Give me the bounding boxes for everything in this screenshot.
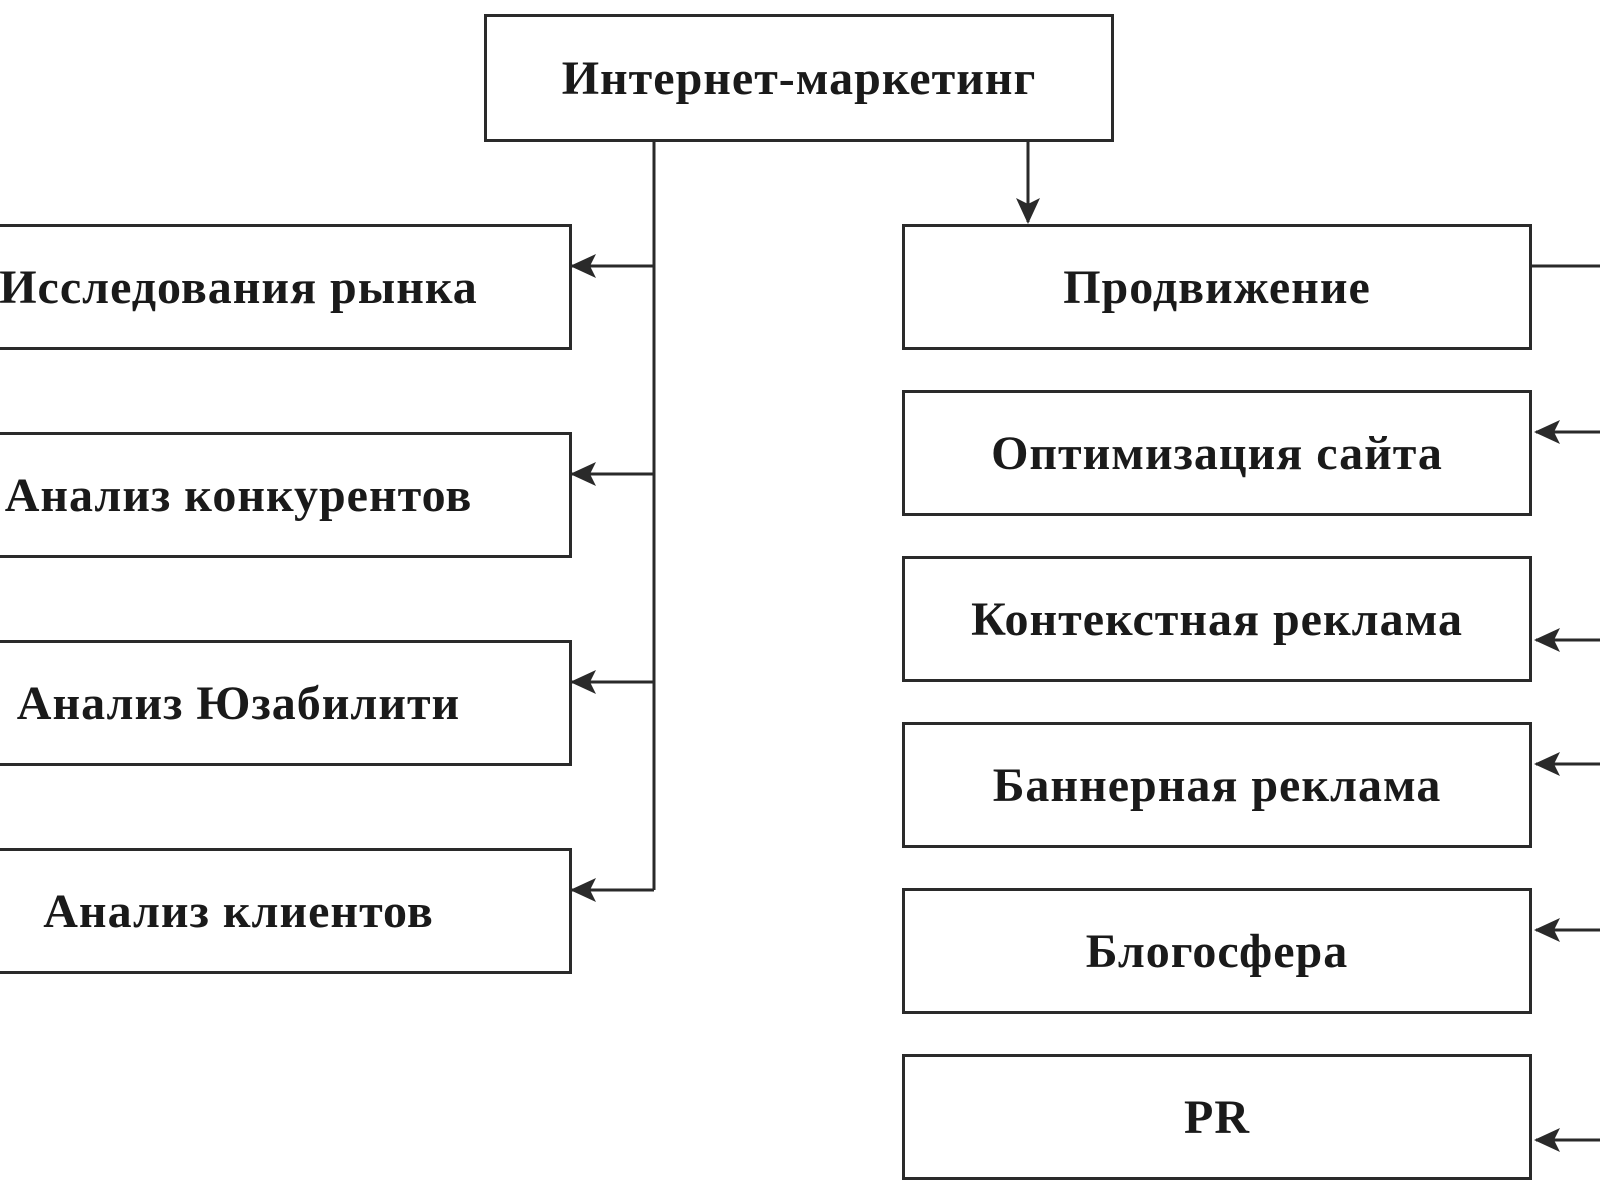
node-label: Анализ конкурентов — [4, 468, 473, 522]
node-label: Баннерная реклама — [992, 758, 1442, 812]
node-label: PR — [1184, 1090, 1250, 1144]
node-site-optimization: Оптимизация сайта — [902, 390, 1532, 516]
root-node-internet-marketing: Интернет-маркетинг — [484, 14, 1114, 142]
arrowhead-market-research — [570, 254, 596, 278]
node-label: Анализ клиентов — [43, 884, 434, 938]
node-label: Оптимизация сайта — [991, 426, 1443, 480]
arrowhead-usability-analysis — [570, 670, 596, 694]
node-competitor-analysis: Анализ конкурентов — [0, 432, 572, 558]
arrowhead-promotion — [1016, 198, 1040, 224]
root-node-label: Интернет-маркетинг — [561, 51, 1037, 105]
node-context-ads: Контекстная реклама — [902, 556, 1532, 682]
arrowhead-pr — [1534, 1128, 1560, 1152]
node-usability-analysis: Анализ Юзабилити — [0, 640, 572, 766]
node-label: Анализ Юзабилити — [16, 676, 461, 730]
node-label: Контекстная реклама — [971, 592, 1463, 646]
node-banner-ads: Баннерная реклама — [902, 722, 1532, 848]
arrowhead-context-ads — [1534, 628, 1560, 652]
node-label: Блогосфера — [1085, 924, 1349, 978]
node-promotion: Продвижение — [902, 224, 1532, 350]
node-label: Исследования рынка — [0, 260, 478, 314]
node-market-research: Исследования рынка — [0, 224, 572, 350]
node-label: Продвижение — [1063, 260, 1371, 314]
node-pr: PR — [902, 1054, 1532, 1180]
node-blogosphere: Блогосфера — [902, 888, 1532, 1014]
arrowhead-competitor-analysis — [570, 462, 596, 486]
arrowhead-banner-ads — [1534, 752, 1560, 776]
arrowhead-client-analysis — [570, 878, 596, 902]
node-client-analysis: Анализ клиентов — [0, 848, 572, 974]
arrowhead-site-optimization — [1534, 420, 1560, 444]
arrowhead-blogosphere — [1534, 918, 1560, 942]
